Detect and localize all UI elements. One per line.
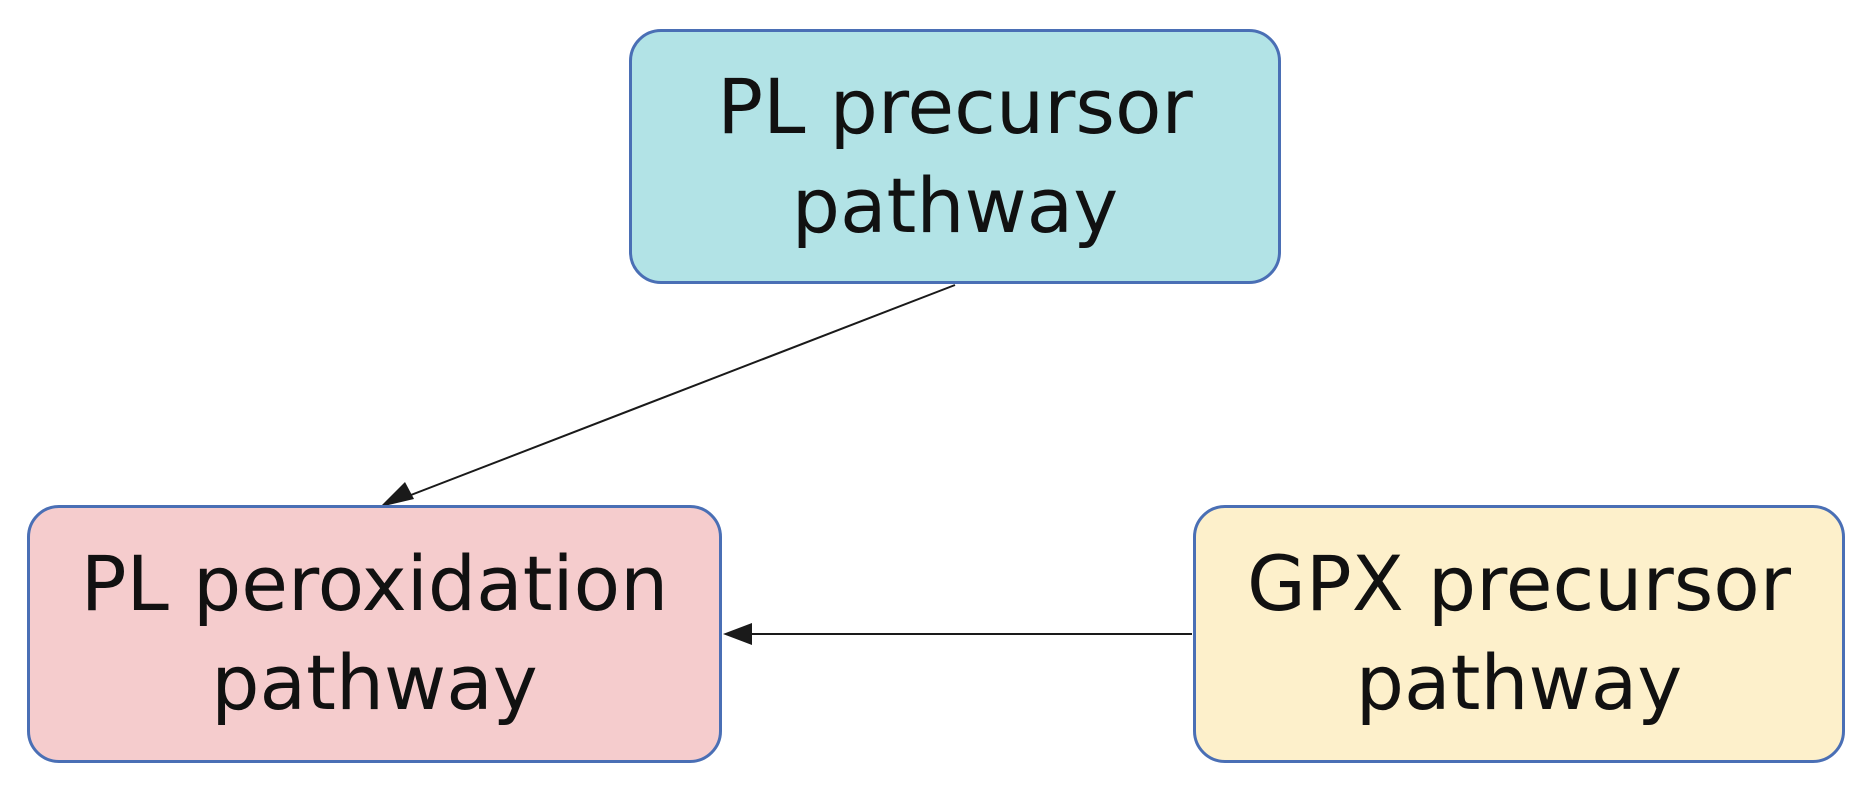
pl-peroxidation-pathway-node: PL peroxidation pathway — [27, 505, 722, 763]
node-label-line2: pathway — [211, 638, 538, 727]
node-label-line1: GPX precursor — [1246, 539, 1792, 629]
arrowhead-pl-precursor-to-pl-peroxidation — [380, 482, 414, 507]
node-label-line2: pathway — [1355, 638, 1683, 727]
arrowhead-gpx-precursor-to-pl-peroxidation — [723, 623, 752, 645]
node-label-line1: PL precursor — [717, 61, 1193, 151]
node-label-line1: PL peroxidation — [80, 539, 669, 629]
node-label-line2: pathway — [791, 160, 1119, 250]
gpx-precursor-pathway-node: GPX precursor pathway — [1193, 505, 1845, 763]
pl-precursor-pathway-node: PL precursor pathway — [629, 29, 1281, 284]
edge-pl-precursor-to-pl-peroxidation — [384, 284, 956, 506]
